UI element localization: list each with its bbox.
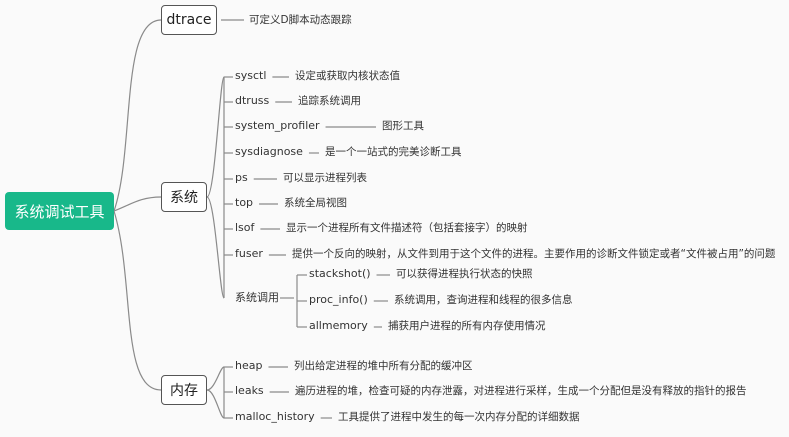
system-item-desc: 追踪系统调用 [298,95,361,107]
connector-root-system [113,196,162,212]
system-item-desc: 图形工具 [382,120,424,132]
system-item-desc: 系统全局视图 [284,197,347,209]
system-item-system-profiler[interactable]: system_profiler [235,119,320,132]
system-item-desc: 设定或获取内核状态值 [295,70,400,82]
syscall-item-desc: 系统调用，查询进程和线程的很多信息 [394,294,573,306]
connector-memory-spine-top [206,366,225,391]
connector-system-spine-bottom [206,196,225,299]
branch-memory-label: 内存 [170,383,198,399]
root-node[interactable]: 系统调试工具 [5,192,114,230]
connector-root-dtrace [113,19,162,212]
system-item-desc: 显示一个进程所有文件描述符（包括套接字）的映射 [286,222,528,234]
system-item-fuser[interactable]: fuser [235,247,263,260]
connector-root-memory [113,210,162,391]
system-item-dtruss[interactable]: dtruss [235,94,270,107]
connector-memory-spine-bottom [206,389,225,419]
branch-dtrace-label: dtrace [166,12,212,28]
branch-memory[interactable]: 内存 [161,375,207,405]
syscall-item-proc-info--[interactable]: proc_info() [309,293,368,306]
memory-item-desc: 列出给定进程的堆中所有分配的缓冲区 [294,360,473,372]
branch-system[interactable]: 系统 [161,182,207,212]
dtrace-desc: 可定义D脚本动态跟踪 [249,14,352,26]
memory-item-heap[interactable]: heap [235,359,263,372]
memory-item-leaks[interactable]: leaks [235,384,264,397]
syscall-label[interactable]: 系统调用 [235,291,279,304]
system-item-sysctl[interactable]: sysctl [235,69,267,82]
memory-item-desc: 工具提供了进程中发生的每一次内存分配的详细数据 [338,411,580,423]
connector-system-spine-top [206,76,225,198]
system-item-desc: 提供一个反向的映射，从文件到用于这个文件的进程。主要作用的诊断文件锁定或者“文件… [292,248,776,260]
branch-dtrace[interactable]: dtrace [161,5,217,35]
system-item-desc: 可以显示进程列表 [283,172,367,184]
system-item-ps[interactable]: ps [235,171,248,184]
memory-item-desc: 遍历进程的堆，检查可疑的内存泄露，对进程进行采样，生成一个分配但是没有释放的指针… [295,385,747,397]
system-item-sysdiagnose[interactable]: sysdiagnose [235,145,303,158]
syscall-item-desc: 可以获得进程执行状态的快照 [396,268,533,280]
root-label: 系统调试工具 [14,202,105,221]
memory-item-malloc-history[interactable]: malloc_history [235,410,315,423]
system-item-desc: 是一个一站式的完美诊断工具 [325,146,462,158]
system-item-top[interactable]: top [235,196,254,209]
system-item-lsof[interactable]: lsof [235,221,255,234]
syscall-item-stackshot--[interactable]: stackshot() [309,267,371,280]
syscall-item-allmemory[interactable]: allmemory [309,319,368,332]
branch-system-label: 系统 [170,190,198,206]
syscall-item-desc: 捕获用户进程的所有内存使用情况 [388,320,546,332]
